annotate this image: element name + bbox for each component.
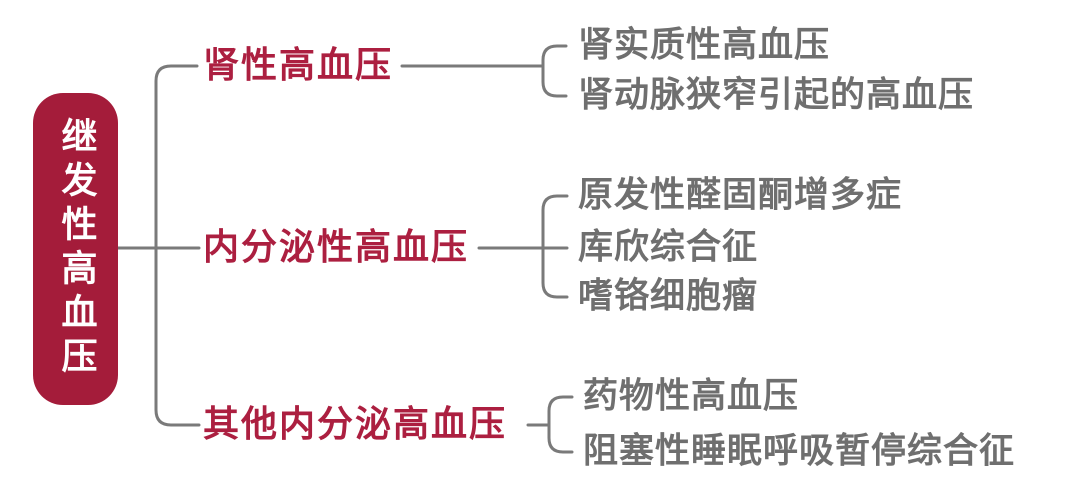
- child-item-primary-aldosteronism: 原发性醛固酮增多症: [578, 175, 903, 216]
- child-item-pheochromocytoma: 嗜铬细胞瘤: [578, 276, 759, 317]
- connector-branch2-fork: [541, 194, 569, 299]
- child-item-renal-artery-stenosis: 肾动脉狭窄引起的高血压: [578, 75, 975, 116]
- root-node-label: 继发性高血压: [55, 117, 97, 381]
- child-item-renal-parenchymal: 肾实质性高血压: [578, 25, 831, 66]
- root-node: 继发性高血压: [33, 93, 118, 405]
- child-item-drug-induced: 药物性高血压: [583, 376, 800, 417]
- branch-label-other-endocrine-hypertension: 其他内分泌高血压: [203, 404, 508, 445]
- connector-spine: [154, 64, 201, 427]
- branch-label-endocrine-hypertension: 内分泌性高血压: [203, 227, 470, 268]
- connector-branch1-fork: [541, 44, 568, 98]
- branch-label-renal-hypertension: 肾性高血压: [203, 45, 394, 86]
- child-item-cushing-syndrome: 库欣综合征: [578, 227, 759, 268]
- child-item-obstructive-sleep-apnea: 阻塞性睡眠呼吸暂停综合征: [583, 431, 1016, 472]
- connector-branch3-fork: [547, 395, 574, 454]
